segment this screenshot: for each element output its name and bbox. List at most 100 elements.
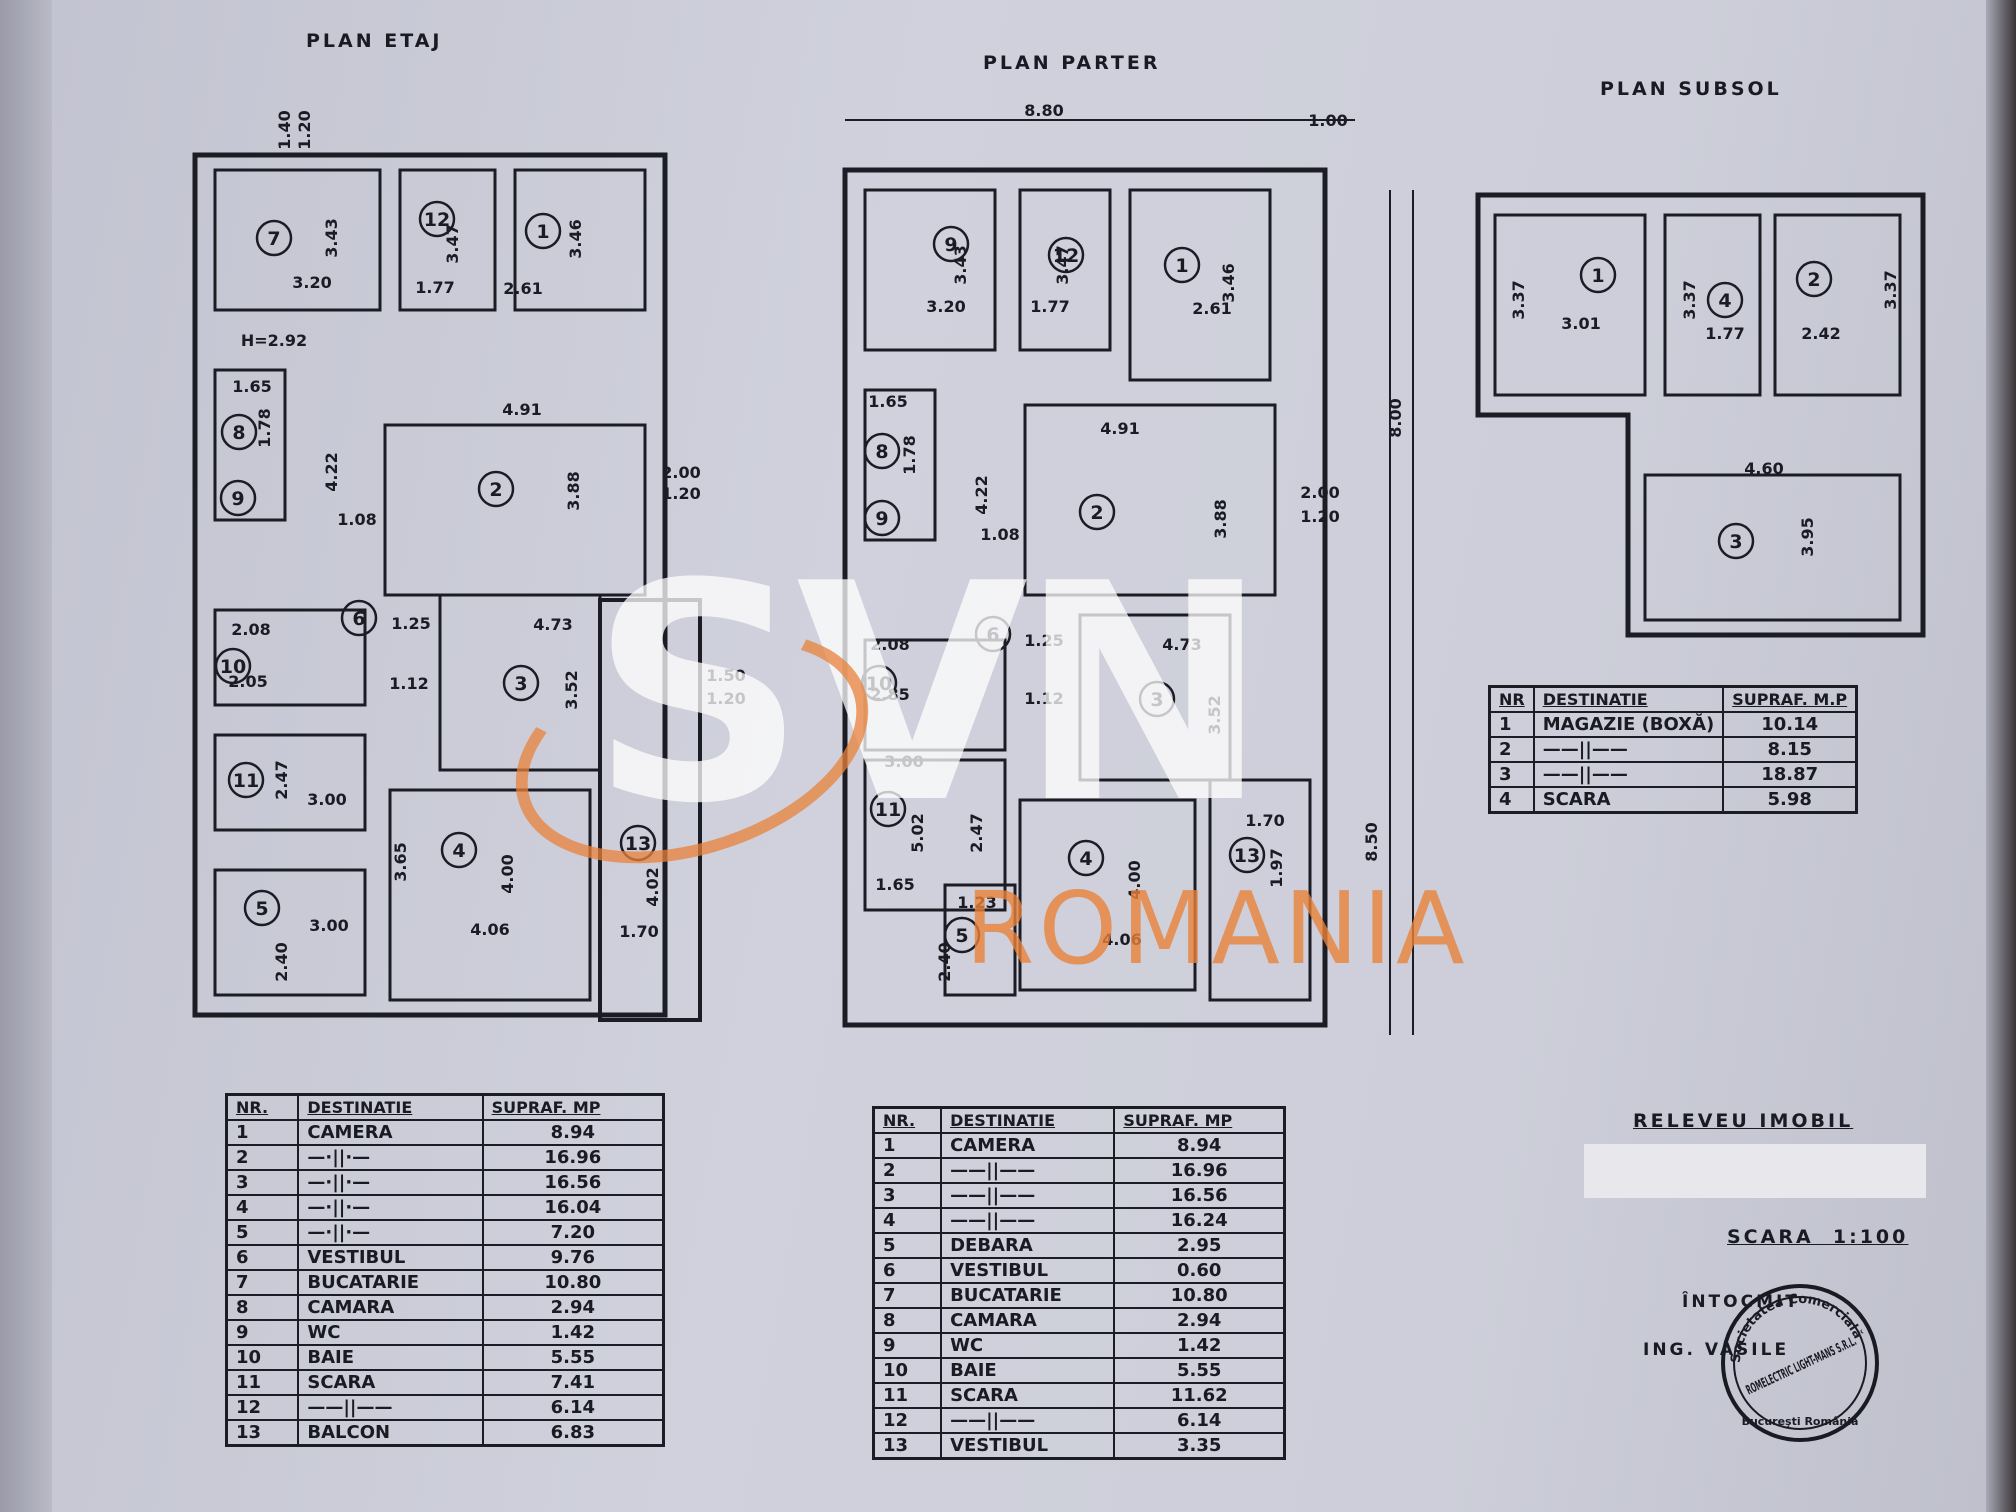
room-number: 5 [955,925,968,947]
row-destinatie: ——||—— [940,1407,1116,1434]
dimension-label: 3.52 [562,670,581,709]
col-suprafata: SUPRAF. M.P [1722,685,1858,713]
row-nr: 4 [872,1207,943,1234]
row-suprafata: 2.94 [481,1294,665,1321]
row-nr: 13 [872,1432,943,1460]
row-nr: 5 [225,1219,300,1246]
col-destinatie: DESTINATIE [297,1093,484,1121]
room-number: 6 [352,608,365,630]
row-destinatie: CAMARA [297,1294,484,1321]
row-destinatie: ——||—— [940,1182,1116,1209]
room-circle [255,219,293,257]
room-number: 2 [1807,269,1820,291]
room-circle [502,664,540,702]
room-circle [219,479,257,517]
room-circle [418,200,456,238]
row-nr: 6 [225,1244,300,1271]
photo-edge-left [0,0,52,1512]
row-suprafata: 6.83 [481,1419,665,1447]
room-circle [860,664,898,702]
col-nr: NR. [872,1106,943,1134]
row-destinatie: SCARA [940,1382,1116,1409]
dimension-label: 3.47 [443,224,462,263]
dimension-label: 1.25 [391,614,430,633]
col-destinatie: DESTINATIE [1532,685,1725,713]
row-nr: 12 [872,1407,943,1434]
room-circle [477,470,515,508]
dimension-label: 2.61 [1192,299,1231,318]
dimension-label: 3.00 [309,916,348,935]
row-destinatie: BAIE [297,1344,484,1371]
room-number: 5 [255,898,268,920]
row-suprafata: 16.56 [1113,1182,1286,1209]
room-circle [1795,260,1833,298]
dimension-label: 4.60 [1744,459,1783,478]
dimension-label: 1.20 [295,110,314,149]
row-suprafata: 10.80 [481,1269,665,1296]
dimension-label: 1.97 [1267,848,1286,887]
dimension-label: 1.25 [1024,631,1063,650]
row-destinatie: —·||·— [297,1194,484,1221]
row-destinatie: —·||·— [297,1169,484,1196]
plan-subsol-title: PLAN SUBSOL [1600,78,1782,100]
room-number: 13 [1234,845,1260,867]
table-row: 3—·||·—16.56 [225,1169,665,1196]
dimension-label: 4.73 [1162,635,1201,654]
room-circle [1078,493,1116,531]
room-number: 4 [452,840,465,862]
row-suprafata: 5.55 [481,1344,665,1371]
row-destinatie: BUCATARIE [297,1269,484,1296]
room-number: 3 [514,673,527,695]
room-circle [1047,236,1085,274]
row-suprafata: 11.62 [1113,1382,1286,1409]
dimension-label: 4.06 [1102,930,1141,949]
photo-edge-right [1986,0,2016,1512]
dimension-label: 3.43 [951,245,970,284]
room-circle [220,413,258,451]
scale-label: SCARA 1:100 [1727,1226,1909,1248]
row-destinatie: CAMARA [940,1307,1116,1334]
dimension-label: 1.50 [706,666,745,685]
room-number: 12 [1053,245,1079,267]
dimension-label: 3.20 [926,297,965,316]
table-row: 3——||——18.87 [1488,761,1858,788]
room-number: 2 [489,479,502,501]
redacted-box [1584,1144,1926,1198]
room-circle [932,225,970,263]
room-circle [943,916,981,954]
room-number: 10 [220,656,246,678]
row-nr: 8 [225,1294,300,1321]
dimension-label: 3.95 [1798,517,1817,556]
row-destinatie: SCARA [1532,786,1725,814]
drawn-by-label: ÎNTOCMIT [1682,1292,1800,1312]
row-destinatie: DEBARA [940,1232,1116,1259]
dimension-label: 1.23 [957,893,996,912]
dimension-label: 3.01 [1561,314,1600,333]
engineer-name: ING. VASILE [1643,1340,1790,1360]
table-row: 2——||——16.96 [872,1157,1286,1184]
row-destinatie: ——||—— [1532,761,1725,788]
dimension-label: 4.22 [322,452,341,491]
row-destinatie: ——||—— [940,1207,1116,1234]
dimension-label: 3.88 [564,471,583,510]
table-row: 2—·||·—16.96 [225,1144,665,1171]
room-number: 1 [536,221,549,243]
room-circle [214,647,252,685]
row-suprafata: 7.41 [481,1369,665,1396]
room-circle [863,499,901,537]
row-suprafata: 10.14 [1722,711,1858,738]
row-suprafata: 16.04 [481,1194,665,1221]
room-number: 3 [1150,689,1163,711]
row-destinatie: —·||·— [297,1219,484,1246]
dimension-label: 2.00 [1300,483,1339,502]
dimension-label: 3.88 [1211,499,1230,538]
dimension-label: 3.46 [566,219,585,258]
room-circle [1138,680,1176,718]
